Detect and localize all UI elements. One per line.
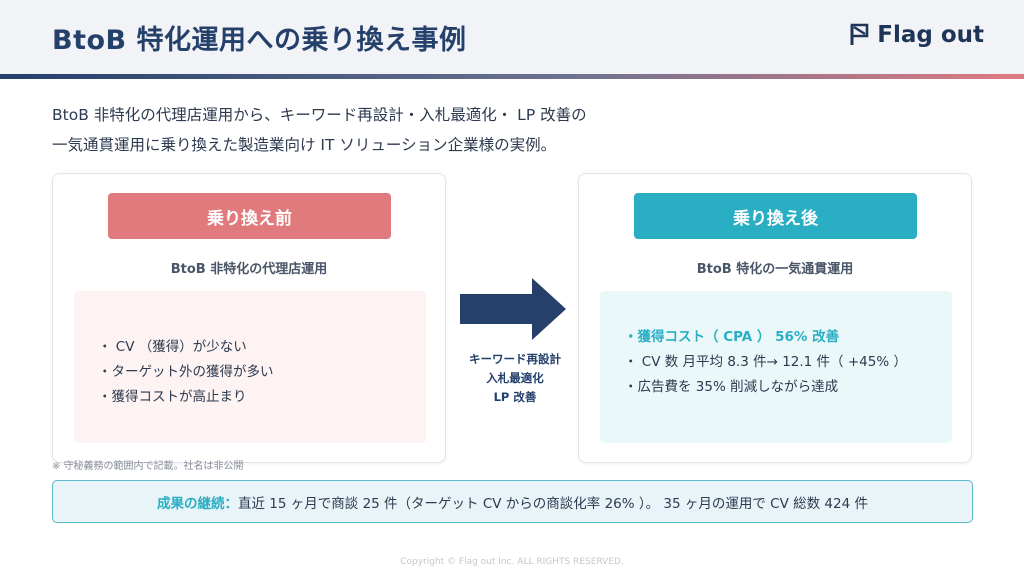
flag-icon xyxy=(850,23,869,45)
after-card: 乗り換え後 BtoB 特化の一気通貫運用 ・獲得コスト（ CPA ） 56% 改… xyxy=(578,173,972,463)
transition-line: LP 改善 xyxy=(493,390,537,404)
list-item: ・ターゲット外の獲得が多い xyxy=(98,364,274,380)
before-list: ・ CV （獲得）が少ない ・ターゲット外の獲得が多い ・獲得コストが高止まり xyxy=(98,335,274,410)
result-label: 成果の継続： xyxy=(157,495,239,512)
before-card: 乗り換え前 BtoB 非特化の代理店運用 ・ CV （獲得）が少ない ・ターゲッ… xyxy=(52,173,446,463)
after-list: ・獲得コスト（ CPA ） 56% 改善 ・ CV 数 月平均 8.3 件→ 1… xyxy=(624,325,907,400)
before-detail-box: ・ CV （獲得）が少ない ・ターゲット外の獲得が多い ・獲得コストが高止まり xyxy=(74,291,426,443)
after-detail-box: ・獲得コスト（ CPA ） 56% 改善 ・ CV 数 月平均 8.3 件→ 1… xyxy=(600,291,952,443)
list-item: ・広告費を 35% 削減しながら達成 xyxy=(624,379,839,395)
transition-line: 入札最適化 xyxy=(486,371,544,385)
intro-text: BtoB 非特化の代理店運用から、キーワード再設計・入札最適化・ LP 改善の … xyxy=(52,100,692,160)
copyright: Copyright © Flag out Inc. ALL RIGHTS RES… xyxy=(400,557,624,567)
before-subtitle: BtoB 非特化の代理店運用 xyxy=(170,262,328,277)
list-item: ・ CV （獲得）が少ない xyxy=(98,339,247,355)
before-label: 乗り換え前 xyxy=(108,193,391,239)
header-bar: BtoB 特化運用への乗り換え事例 Flag out xyxy=(0,0,1024,74)
page-title: BtoB 特化運用への乗り換え事例 xyxy=(52,25,467,56)
intro-line-2: 一気通貫運用に乗り換えた製造業向け IT ソリューション企業様の実例。 xyxy=(52,136,557,154)
transition-label: キーワード再設計 入札最適化 LP 改善 xyxy=(452,350,578,407)
after-label: 乗り換え後 xyxy=(634,193,917,239)
list-item: ・ CV 数 月平均 8.3 件→ 12.1 件（ +45% ） xyxy=(624,354,907,370)
cpa-highlight: ・獲得コスト（ CPA ） 56% 改善 xyxy=(624,329,840,345)
list-item: ・獲得コストが高止まり xyxy=(98,389,247,405)
after-subtitle: BtoB 特化の一気通貫運用 xyxy=(696,262,854,277)
transition-line: キーワード再設計 xyxy=(469,352,561,366)
intro-line-1: BtoB 非特化の代理店運用から、キーワード再設計・入札最適化・ LP 改善の xyxy=(52,106,587,124)
logo-text: Flag out xyxy=(877,22,984,48)
arrow-right-icon xyxy=(460,278,566,340)
header-divider xyxy=(0,74,1024,79)
brand-logo: Flag out xyxy=(849,20,984,50)
confidentiality-note: ※ 守秘義務の範囲内で記載。社名は非公開 xyxy=(52,461,244,472)
result-banner: 成果の継続： 直近 15 ヶ月で商談 25 件（ターゲット CV からの商談化率… xyxy=(52,480,973,523)
result-text: 直近 15 ヶ月で商談 25 件（ターゲット CV からの商談化率 26% ）。… xyxy=(238,495,868,512)
